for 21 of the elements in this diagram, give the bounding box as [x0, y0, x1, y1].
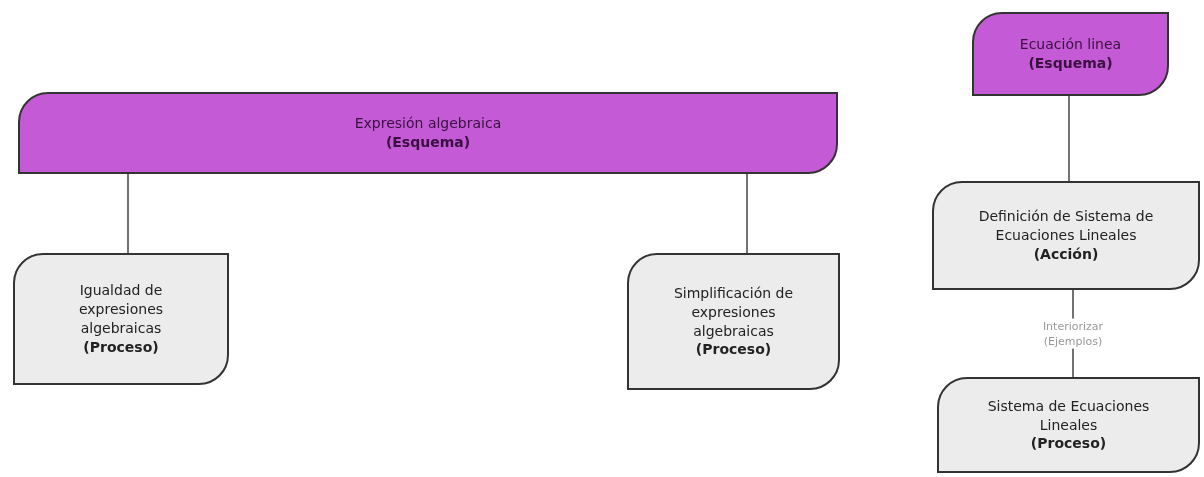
- connector-line: [1068, 95, 1070, 182]
- concept-box: [937, 377, 1200, 473]
- box-type-label: (Proceso): [695, 340, 772, 360]
- scheme-box: [18, 92, 838, 174]
- box-type-label: (Proceso): [1030, 434, 1107, 454]
- concept-box: [932, 181, 1200, 290]
- box-title: Sistema de Ecuaciones Lineales: [986, 396, 1151, 435]
- box-title: Simplificación de expresiones algebraicas: [672, 283, 795, 341]
- box-type-label: (Acción): [1033, 244, 1099, 264]
- box-type-label: (Esquema): [1028, 54, 1113, 73]
- connector-line: [127, 173, 129, 254]
- connector-line: [746, 173, 748, 254]
- box-title: Ecuación linea: [1019, 35, 1122, 54]
- box-type-label: (Proceso): [83, 337, 159, 357]
- box-title: Expresión algebraica: [354, 114, 502, 133]
- concept-box: [13, 253, 229, 385]
- scheme-box: [972, 12, 1169, 96]
- concept-box: [627, 253, 840, 390]
- box-title: Definición de Sistema de Ecuaciones Lineales: [977, 207, 1155, 245]
- box-title: Igualdad de expresiones algebraicas: [77, 281, 165, 338]
- box-type-label: (Esquema): [385, 133, 471, 152]
